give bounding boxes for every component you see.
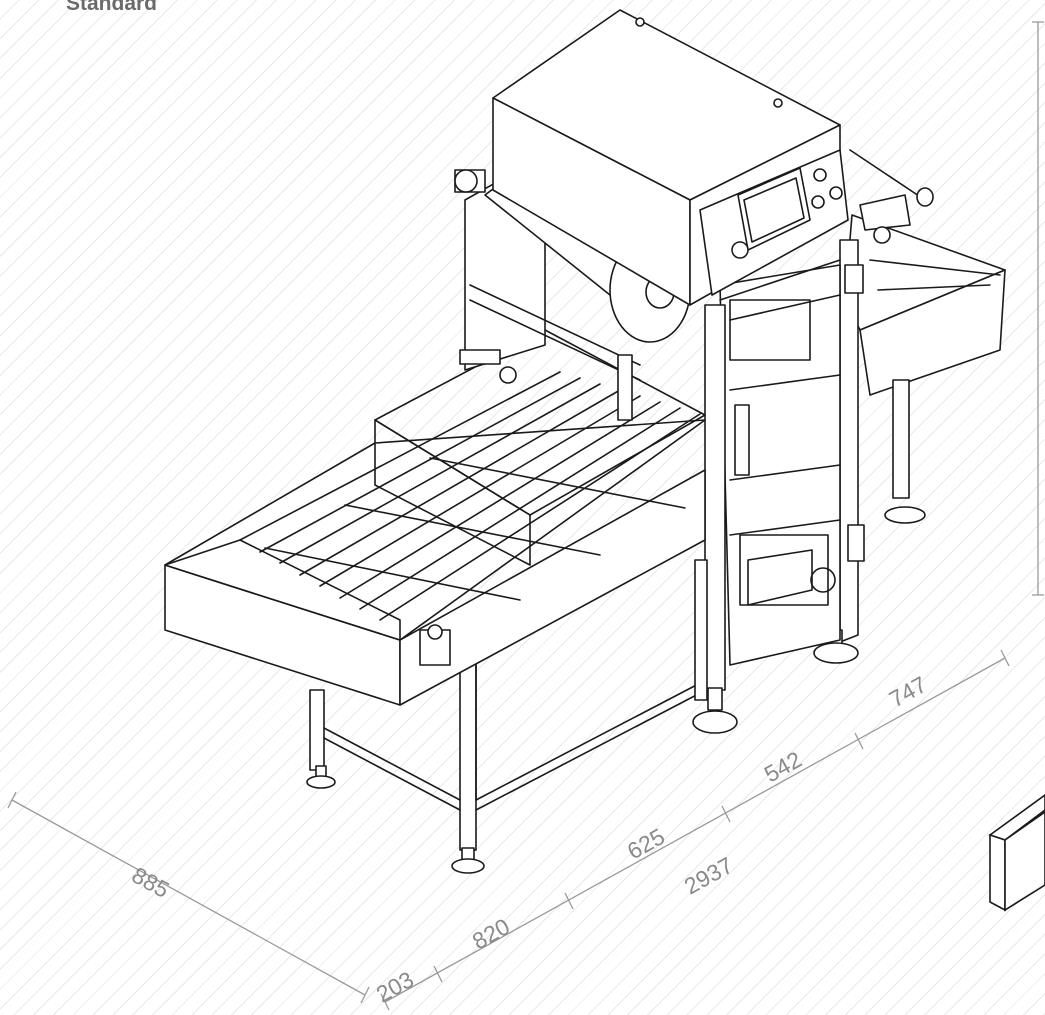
dim-542-label: 542 — [760, 746, 806, 787]
infeed-legs — [306, 559, 708, 874]
dim-203-label: 203 — [372, 966, 418, 1007]
dim-625-label: 625 — [623, 823, 669, 864]
partial-machine-right — [988, 794, 1045, 912]
center-column — [692, 304, 738, 734]
outfeed-table — [844, 149, 1006, 524]
dim-820-label: 820 — [468, 913, 514, 954]
dim-line-total — [384, 657, 1006, 1003]
sealing-head — [492, 9, 849, 476]
variant-label: Standard — [66, 0, 158, 15]
dim-line-885 — [11, 799, 366, 996]
right-frame — [719, 239, 865, 666]
infeed-conveyor — [164, 329, 706, 706]
dim-747-label: 747 — [885, 671, 931, 712]
dim-2937-label: 2937 — [680, 852, 737, 900]
